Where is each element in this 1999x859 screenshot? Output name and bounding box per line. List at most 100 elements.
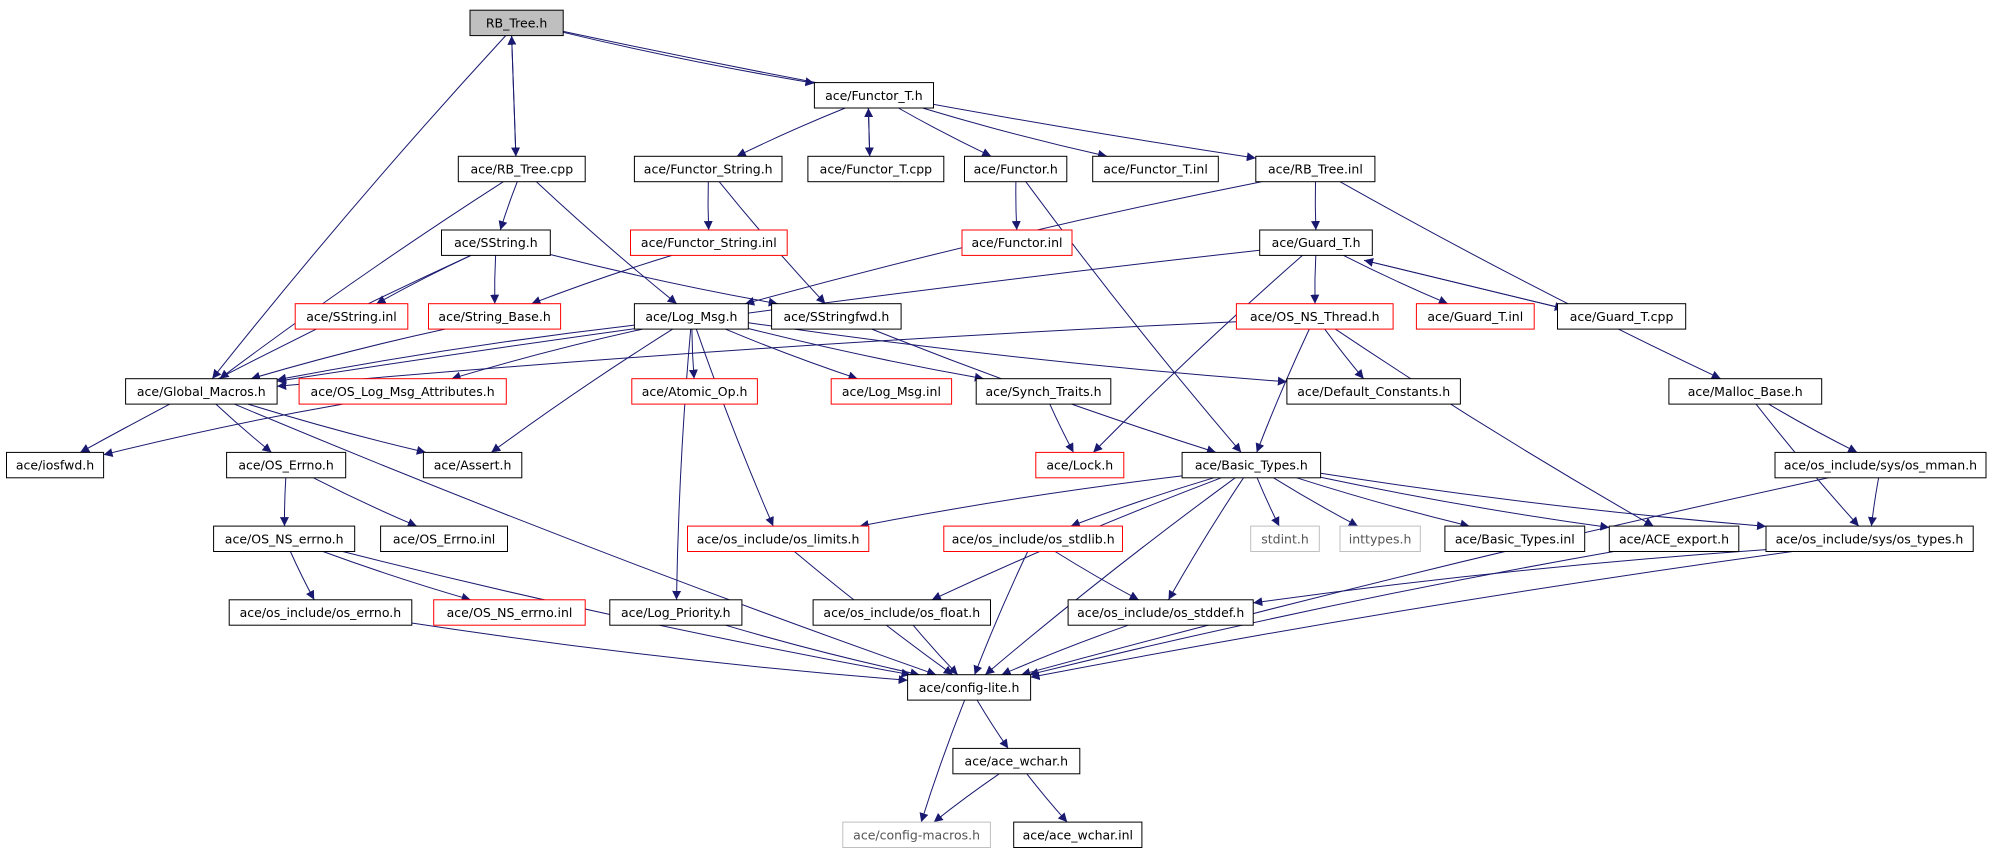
edge-guard_t_h-to-os_ns_thread_h (1310, 255, 1320, 304)
edge-functor_h-to-basic_types_h (1025, 181, 1242, 453)
edge-ace_wchar_h-to-ace_wchar_inl (1026, 773, 1068, 823)
node-os-ns-errno-inl[interactable]: ace/OS_NS_errno.inl (433, 599, 586, 626)
node-os-types-h[interactable]: ace/os_include/sys/os_types.h (1765, 525, 1974, 552)
node-log-msg-inl[interactable]: ace/Log_Msg.inl (830, 378, 953, 405)
node-inttypes-h[interactable]: inttypes.h (1339, 525, 1421, 552)
node-os-stdlib-h[interactable]: ace/os_include/os_stdlib.h (943, 525, 1123, 552)
node-box (457, 155, 586, 183)
edge-config_lite_h-to-config_macros_h (919, 700, 966, 823)
node-config-macros-h[interactable]: ace/config-macros.h (842, 821, 991, 848)
node-iosfwd-h[interactable]: ace/iosfwd.h (6, 451, 105, 479)
node-rb-tree-cpp[interactable]: ace/RB_Tree.cpp (457, 155, 586, 183)
edge-sstring_h-to-iosfwd_h (79, 254, 471, 453)
node-rb-tree-inl[interactable]: ace/RB_Tree.inl (1255, 155, 1376, 183)
node-label: ace/Basic_Types.h (1195, 458, 1308, 473)
edge-rb_tree_cpp-to-log_msg_h (536, 181, 678, 305)
edge-log_msg_h-to-global_macros_h (277, 324, 635, 383)
edge-basic_types_h-to-os_stdlib_h (1070, 477, 1214, 528)
edge-basic_types_h-to-stdint_h (1256, 477, 1280, 527)
node-box (1067, 599, 1254, 626)
node-os-ns-errno-h[interactable]: ace/OS_NS_errno.h (213, 525, 356, 552)
edge-synch_traits_h-to-lock_h (1049, 403, 1074, 453)
edge-global_macros_h-to-config_lite_h (234, 403, 937, 676)
node-ace-wchar-h[interactable]: ace/ace_wchar.h (952, 747, 1081, 775)
node-os-limits-h[interactable]: ace/os_include/os_limits.h (687, 525, 870, 552)
node-box (428, 303, 562, 330)
node-label: ace/Guard_T.cpp (1570, 309, 1674, 324)
node-os-log-msg-attr-h[interactable]: ace/OS_Log_Msg_Attributes.h (298, 378, 507, 405)
node-label: ace/config-macros.h (853, 827, 980, 842)
node-os-errno-h[interactable]: ace/OS_Errno.h (226, 451, 347, 479)
node-box (964, 155, 1068, 183)
node-assert-h[interactable]: ace/Assert.h (422, 451, 523, 479)
node-config-lite-h[interactable]: ace/config-lite.h (907, 674, 1032, 701)
edge-functor_t_h-to-functor_t_inl (922, 107, 1108, 159)
node-label: ace/Default_Constants.h (1297, 384, 1450, 399)
node-label: ace/Basic_Types.inl (1455, 531, 1575, 546)
edge-os_types_h-to-os_stddef_h (1253, 549, 1767, 607)
edge-basic_types_h-to-basic_types_inl (1296, 477, 1470, 529)
edge-basic_types_h-to-inttypes_h (1273, 477, 1359, 527)
node-label: ace/SString.h (454, 235, 538, 250)
edge-os_stddef_h-to-config_lite_h (1001, 624, 1129, 676)
node-box (1286, 378, 1461, 405)
edge-functor_string_h-to-functor_string_inl (703, 181, 713, 231)
node-box (1765, 525, 1974, 552)
edge-os_mman_h-to-os_types_h (1867, 477, 1880, 527)
edge-basic_types_h-to-os_stddef_h (1168, 477, 1244, 601)
edge-global_macros_h-to-assert_h (247, 403, 426, 455)
node-os-ns-thread-h[interactable]: ace/OS_NS_Thread.h (1235, 303, 1394, 330)
node-label: ace/OS_Errno.inl (393, 531, 495, 546)
node-functor-string-inl[interactable]: ace/Functor_String.inl (630, 229, 788, 256)
node-label: ace/Functor.h (974, 162, 1058, 177)
node-sstringfwd-h[interactable]: ace/SStringfwd.h (771, 303, 902, 330)
node-guard-t-inl[interactable]: ace/Guard_T.inl (1415, 303, 1535, 330)
node-functor-inl[interactable]: ace/Functor.inl (961, 229, 1073, 256)
edge-os_ns_errno_h-to-os_ns_errno_inl (322, 551, 471, 602)
node-functor-t-h[interactable]: ace/Functor_T.h (813, 82, 935, 109)
node-guard-t-cpp[interactable]: ace/Guard_T.cpp (1557, 303, 1687, 330)
node-ace-export-h[interactable]: ace/ACE_export.h (1608, 525, 1740, 552)
edge-ace_export_h-to-config_lite_h (1029, 551, 1614, 677)
node-os-include-errno-h[interactable]: ace/os_include/os_errno.h (228, 599, 413, 626)
node-box (1092, 155, 1219, 183)
node-box (1668, 378, 1823, 405)
node-box (1255, 155, 1376, 183)
node-functor-t-inl[interactable]: ace/Functor_T.inl (1092, 155, 1219, 183)
node-basic-types-h[interactable]: ace/Basic_Types.h (1181, 451, 1322, 479)
node-os-float-h[interactable]: ace/os_include/os_float.h (812, 599, 991, 626)
node-label: ace/config-lite.h (919, 680, 1020, 695)
node-functor-string-h[interactable]: ace/Functor_String.h (633, 155, 783, 183)
node-guard-t-h[interactable]: ace/Guard_T.h (1259, 229, 1373, 256)
node-log-priority-h[interactable]: ace/Log_Priority.h (609, 599, 743, 626)
node-os-errno-inl[interactable]: ace/OS_Errno.inl (380, 525, 509, 552)
node-ace-wchar-inl[interactable]: ace/ace_wchar.inl (1013, 821, 1143, 848)
node-box (975, 378, 1112, 405)
node-os-mman-h[interactable]: ace/os_include/sys/os_mman.h (1774, 451, 1987, 479)
edge-os_ns_thread_h-to-global_macros_h (277, 321, 1237, 390)
node-default-constants-h[interactable]: ace/Default_Constants.h (1286, 378, 1461, 405)
node-functor-h[interactable]: ace/Functor.h (964, 155, 1068, 183)
node-lock-h[interactable]: ace/Lock.h (1035, 451, 1125, 479)
node-box (842, 821, 991, 848)
node-os-stddef-h[interactable]: ace/os_include/os_stddef.h (1067, 599, 1254, 626)
node-string-base-h[interactable]: ace/String_Base.h (428, 303, 562, 330)
node-malloc-base-h[interactable]: ace/Malloc_Base.h (1668, 378, 1823, 405)
node-basic-types-inl[interactable]: ace/Basic_Types.inl (1444, 525, 1586, 552)
node-label: ace/os_include/sys/os_mman.h (1784, 458, 1977, 473)
node-box (125, 378, 278, 405)
node-stdint-h[interactable]: stdint.h (1250, 525, 1320, 552)
node-label: ace/OS_Log_Msg_Attributes.h (311, 384, 495, 399)
node-global-macros-h[interactable]: ace/Global_Macros.h (125, 378, 278, 405)
node-functor-t-cpp[interactable]: ace/Functor_T.cpp (807, 155, 945, 183)
edge-rb_tree_cpp-to-global_macros_h (219, 181, 504, 380)
edge-sstring_h-to-sstringfwd_h (550, 254, 778, 307)
edge-guard_t_h-to-global_macros_h (277, 249, 1260, 385)
node-synch-traits-h[interactable]: ace/Synch_Traits.h (975, 378, 1112, 405)
node-box (294, 303, 409, 330)
edge-functor_t_h-to-functor_string_h (736, 107, 846, 157)
node-sstring-inl[interactable]: ace/SString.inl (294, 303, 409, 330)
node-atomic-op-h[interactable]: ace/Atomic_Op.h (631, 378, 758, 405)
node-log-msg-h[interactable]: ace/Log_Msg.h (633, 303, 749, 330)
node-sstring-h[interactable]: ace/SString.h (441, 229, 551, 256)
